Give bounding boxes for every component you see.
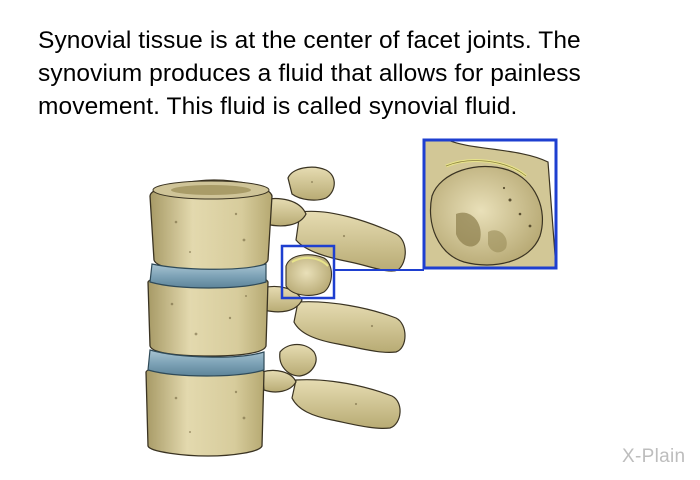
intervertebral-discs: [147, 263, 267, 377]
facet-joint-magnified-inset: [422, 138, 558, 270]
caption-text: Synovial tissue is at the center of face…: [38, 27, 581, 120]
bone-texture: [170, 181, 374, 433]
facet-joint: [285, 254, 333, 296]
vertebral-bodies: [145, 179, 273, 457]
facet-highlight-box: [280, 244, 336, 300]
x-plain-logo: X-Plain: [622, 446, 686, 467]
